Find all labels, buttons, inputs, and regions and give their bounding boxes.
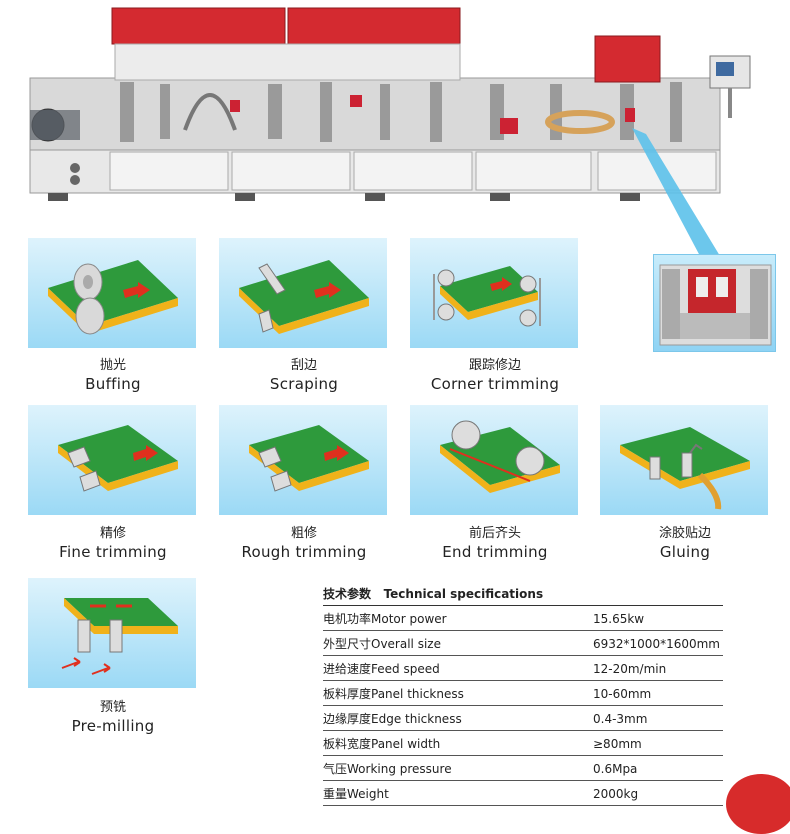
- spec-value: ≥80mm: [593, 737, 642, 751]
- process-caption-corner-trimming: 跟踪修边 Corner trimming: [395, 358, 595, 394]
- specs-title-zh: 技术参数: [323, 587, 372, 601]
- process-en-label: Pre-milling: [71, 717, 155, 735]
- spec-label: 电机功率Motor power: [323, 612, 447, 626]
- process-en-label: Gluing: [659, 543, 711, 561]
- spec-label: 板料厚度Panel thickness: [323, 687, 464, 701]
- process-zh-label: 涂胶贴边: [658, 526, 711, 541]
- process-zh-label: 刮边: [290, 358, 317, 373]
- spec-row: 外型尺寸Overall size 6932*1000*1600mm: [323, 631, 723, 656]
- process-caption-pre-milling: 预铣 Pre-milling: [13, 700, 213, 736]
- process-card-gluing: [600, 405, 768, 515]
- pre-milling-icon: [61, 598, 178, 675]
- process-zh-label: 粗修: [290, 526, 317, 541]
- scraping-icon: [239, 260, 369, 334]
- process-caption-end-trimming: 前后齐头 End trimming: [395, 526, 595, 562]
- spec-label: 进给速度Feed speed: [323, 662, 440, 676]
- edge-banding-machine-image: [29, 7, 751, 201]
- process-card-scraping: [219, 238, 387, 348]
- spec-label: 边缘厚度Edge thickness: [323, 712, 462, 726]
- spec-value: 6932*1000*1600mm: [593, 637, 720, 651]
- spec-row: 气压Working pressure 0.6Mpa: [323, 756, 723, 781]
- spec-label: 外型尺寸Overall size: [323, 637, 441, 651]
- spec-value: 12-20m/min: [593, 662, 667, 676]
- spec-row: 电机功率Motor power 15.65kw: [323, 606, 723, 631]
- process-en-label: Buffing: [85, 375, 141, 393]
- spec-row: 重量Weight 2000kg: [323, 781, 723, 806]
- process-zh-label: 精修: [99, 526, 126, 541]
- spec-value: 0.4-3mm: [593, 712, 648, 726]
- process-card-rough-trimming: [219, 405, 387, 515]
- spec-value: 10-60mm: [593, 687, 652, 701]
- process-en-label: Fine trimming: [59, 543, 167, 561]
- spec-value: 0.6Mpa: [593, 762, 638, 776]
- spec-row: 边缘厚度Edge thickness 0.4-3mm: [323, 706, 723, 731]
- spec-label: 板料宽度Panel width: [323, 737, 441, 751]
- process-zh-label: 预铣: [99, 700, 126, 715]
- zoom-detail-image: [653, 254, 776, 352]
- process-caption-fine-trimming: 精修 Fine trimming: [13, 526, 213, 562]
- spec-row: 板料宽度Panel width ≥80mm: [323, 731, 723, 756]
- specs-header: 技术参数 Technical specifications: [323, 585, 723, 606]
- spec-row: 板料厚度Panel thickness 10-60mm: [323, 681, 723, 706]
- technical-specifications-table: 技术参数 Technical specifications 电机功率Motor …: [323, 585, 723, 806]
- process-caption-gluing: 涂胶贴边 Gluing: [585, 526, 785, 562]
- process-zh-label: 抛光: [99, 358, 126, 373]
- process-card-end-trimming: [410, 405, 578, 515]
- decorative-red-circle: [726, 774, 790, 834]
- process-zh-label: 跟踪修边: [468, 358, 521, 373]
- spec-label: 重量Weight: [323, 787, 389, 801]
- process-en-label: End trimming: [442, 543, 548, 561]
- spec-value: 2000kg: [593, 787, 639, 801]
- process-zh-label: 前后齐头: [468, 526, 521, 541]
- process-en-label: Rough trimming: [241, 543, 367, 561]
- fine-trimming-icon: [58, 425, 178, 492]
- process-card-pre-milling: [28, 578, 196, 688]
- process-caption-buffing: 抛光 Buffing: [13, 358, 213, 394]
- rough-trimming-icon: [249, 425, 369, 492]
- process-card-fine-trimming: [28, 405, 196, 515]
- spec-row: 进给速度Feed speed 12-20m/min: [323, 656, 723, 681]
- process-caption-rough-trimming: 粗修 Rough trimming: [204, 526, 404, 562]
- process-caption-scraping: 刮边 Scraping: [204, 358, 404, 394]
- corner-trimming-icon: [433, 266, 541, 327]
- process-en-label: Scraping: [269, 375, 339, 393]
- process-card-corner-trimming: [410, 238, 578, 348]
- specs-title-en: Technical specifications: [383, 587, 544, 601]
- gluing-icon: [620, 427, 750, 510]
- process-card-buffing: [28, 238, 196, 348]
- end-trimming-icon: [440, 420, 560, 493]
- process-en-label: Corner trimming: [430, 375, 560, 393]
- spec-value: 15.65kw: [593, 612, 645, 626]
- buffing-icon: [48, 260, 178, 335]
- spec-label: 气压Working pressure: [323, 762, 452, 776]
